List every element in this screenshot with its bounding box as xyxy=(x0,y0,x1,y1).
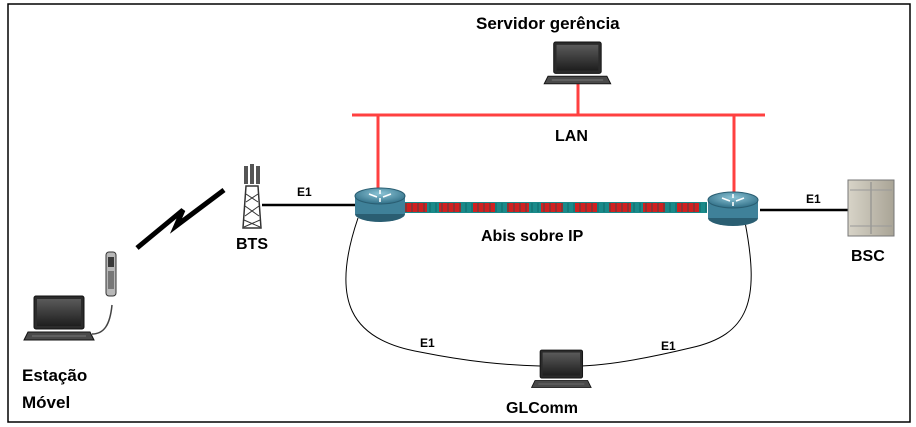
glcomm-label: GLComm xyxy=(506,400,578,417)
e1-loop-left xyxy=(345,217,541,367)
e1-loop-right-label: E1 xyxy=(661,339,676,353)
lan-network xyxy=(352,80,765,192)
e1-loop-right xyxy=(574,221,752,367)
bsc-cabinet-icon xyxy=(847,179,895,237)
abis-ip-link xyxy=(405,202,707,213)
bsc-label: BSC xyxy=(851,248,885,265)
laptop-icon xyxy=(23,295,95,341)
laptop-icon xyxy=(543,41,612,85)
mobile-station-label-line2: Móvel xyxy=(22,393,70,412)
bts-tower-icon xyxy=(242,164,262,229)
e1-loop-left-label: E1 xyxy=(420,336,435,350)
e1-bsc-label: E1 xyxy=(806,192,821,206)
radio-link-icon xyxy=(135,188,226,250)
phone-cable xyxy=(91,304,113,335)
abis-over-ip-label: Abis sobre IP xyxy=(481,228,584,245)
diagram-frame xyxy=(7,3,911,423)
management-server-label: Servidor gerência xyxy=(476,14,620,33)
lan-label: LAN xyxy=(555,128,588,145)
mobile-phone-icon xyxy=(105,251,117,297)
laptop-icon xyxy=(531,349,592,388)
router-icon xyxy=(354,187,406,222)
mobile-station-label-line1: Estação xyxy=(22,366,87,385)
e1-bts-label: E1 xyxy=(297,185,312,199)
bts-label: BTS xyxy=(236,236,268,253)
router-icon xyxy=(707,191,759,226)
